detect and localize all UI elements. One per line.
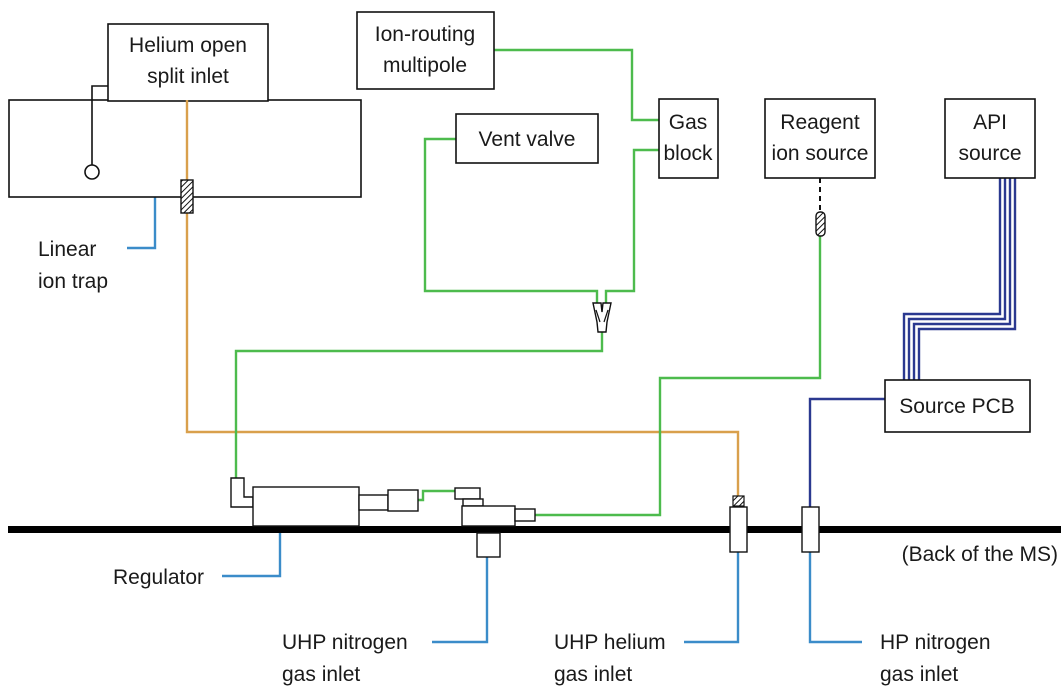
api-nitrogen-bundle [902, 178, 1017, 380]
ms-back-panel [8, 526, 1061, 533]
nitrogen-line-ion-routing [494, 48, 659, 122]
ion-routing-label-line1: Ion-routing [375, 23, 475, 46]
callout-lines [127, 188, 862, 644]
ion-routing-multipole-box [356, 11, 495, 90]
hp-nitrogen-line [808, 397, 885, 507]
vent-valve-box [455, 113, 599, 164]
nitrogen-line-regulator-to-valve [418, 489, 455, 502]
vent-valve-label: Vent valve [479, 128, 576, 151]
helium-inlet-label-line1: Helium open [129, 34, 247, 57]
hp-nitrogen-label-line1: HP nitrogen [880, 631, 991, 654]
uhp-nitrogen-label-line2: gas inlet [282, 663, 360, 686]
nitrogen-line-gas-block-to-tee [604, 148, 659, 303]
uhp-helium-label-line1: UHP helium [554, 631, 666, 654]
nitrogen-valve-assembly [454, 487, 536, 558]
uhp-helium-label-line2: gas inlet [554, 663, 632, 686]
nitrogen-line-valve-to-reagent [535, 233, 822, 517]
reagent-ion-source-box [764, 98, 876, 179]
back-of-ms-label: (Back of the MS) [902, 543, 1058, 566]
probe-line [91, 85, 108, 165]
tee-fitting [592, 302, 612, 333]
regulator-assembly [230, 477, 419, 527]
api-source-box [944, 98, 1036, 179]
helium-restrictor [180, 179, 194, 214]
source-pcb-label: Source PCB [899, 395, 1015, 418]
helium-open-split-inlet-box [107, 23, 269, 102]
api-label-line1: API [973, 111, 1007, 134]
helium-inlet-fitting [729, 495, 748, 553]
regulator-label: Regulator [113, 566, 204, 589]
api-label-line2: source [958, 142, 1021, 165]
linear-ion-trap-label-line1: Linear [38, 238, 96, 261]
nitrogen-line-vent-valve-to-tee [423, 137, 599, 303]
uhp-nitrogen-label-line1: UHP nitrogen [282, 631, 408, 654]
linear-ion-trap-label-line2: ion trap [38, 270, 108, 293]
nitrogen-line-tee-to-regulator [234, 332, 604, 478]
reagent-label-line2: ion source [772, 142, 869, 165]
gas-block-label-line1: Gas [669, 111, 708, 134]
hp-nitrogen-inlet-fitting [801, 506, 820, 553]
ion-routing-label-line2: multipole [383, 54, 467, 77]
source-pcb-box [884, 379, 1031, 433]
probe-icon [84, 164, 100, 180]
reagent-restrictor [815, 211, 826, 237]
hp-nitrogen-label-line2: gas inlet [880, 663, 958, 686]
helium-inlet-label-line2: split inlet [147, 65, 229, 88]
gas-block-box [658, 98, 719, 179]
gas-block-label-line2: block [663, 142, 713, 165]
reagent-label-line1: Reagent [780, 111, 860, 134]
helium-line [185, 100, 740, 497]
